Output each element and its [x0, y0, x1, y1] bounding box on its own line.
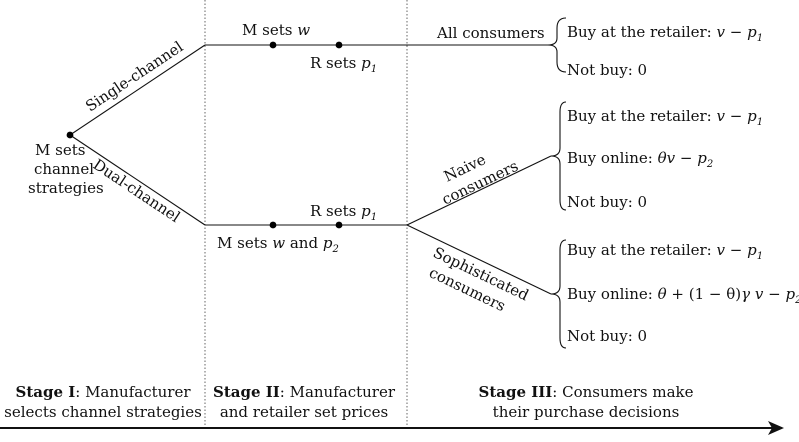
- node-dual-r-sets-p1: [335, 221, 343, 229]
- dual-r-sets-label: R sets p1: [310, 202, 377, 223]
- naive-buy-online-payoff: Buy online: θv − p2: [567, 149, 713, 170]
- stage2-caption-line2: and retailer set prices: [220, 403, 388, 421]
- node-single-m-sets-w: [269, 41, 277, 49]
- edge-naive-consumers: [406, 155, 552, 226]
- node-single-r-sets-p1: [335, 41, 343, 49]
- stage2-caption-line1: Stage II: Manufacturer: [213, 383, 396, 401]
- edge-sophisticated-consumers: [406, 224, 552, 295]
- single-m-sets-label: M sets w: [242, 21, 310, 39]
- dual-channel-label: Dual-channel: [90, 155, 184, 226]
- edge-dual-channel: [69, 134, 206, 226]
- stage1-caption-line1: Stage I: Manufacturer: [15, 383, 191, 401]
- soph-buy-online-payoff: Buy online: θ + (1 − θ)γ v − p2: [567, 285, 799, 306]
- stage3-caption-line1: Stage III: Consumers make: [478, 383, 693, 401]
- root-label-line2: channel: [34, 160, 94, 178]
- soph-buy-retailer-payoff: Buy at the retailer: v − p1: [567, 241, 763, 262]
- dual-m-sets-label: M sets w and p2: [217, 234, 339, 255]
- root-label-line1: M sets: [35, 141, 85, 159]
- all-buy-retailer-payoff: Buy at the retailer: v − p1: [567, 23, 763, 44]
- naive-buy-retailer-payoff: Buy at the retailer: v − p1: [567, 107, 763, 128]
- root-decision-node: [66, 131, 74, 139]
- soph-not-buy-payoff: Not buy: 0: [567, 327, 647, 345]
- single-r-sets-label: R sets p1: [310, 54, 377, 75]
- all-not-buy-payoff: Not buy: 0: [567, 61, 647, 79]
- root-label-line3: strategies: [28, 179, 104, 197]
- stage1-caption-line2: selects channel strategies: [4, 403, 202, 421]
- naive-not-buy-payoff: Not buy: 0: [567, 193, 647, 211]
- timeline-arrowhead: [768, 421, 784, 435]
- stage3-caption-line2: their purchase decisions: [493, 403, 680, 421]
- brace-sophisticated-consumers: [550, 239, 567, 349]
- all-consumers-label: All consumers: [436, 24, 545, 42]
- brace-naive-consumers: [550, 101, 567, 211]
- edge-single-channel: [69, 44, 206, 136]
- brace-all-consumers: [547, 17, 567, 73]
- node-dual-m-sets-w-p2: [269, 221, 277, 229]
- single-channel-label: Single-channel: [82, 37, 186, 115]
